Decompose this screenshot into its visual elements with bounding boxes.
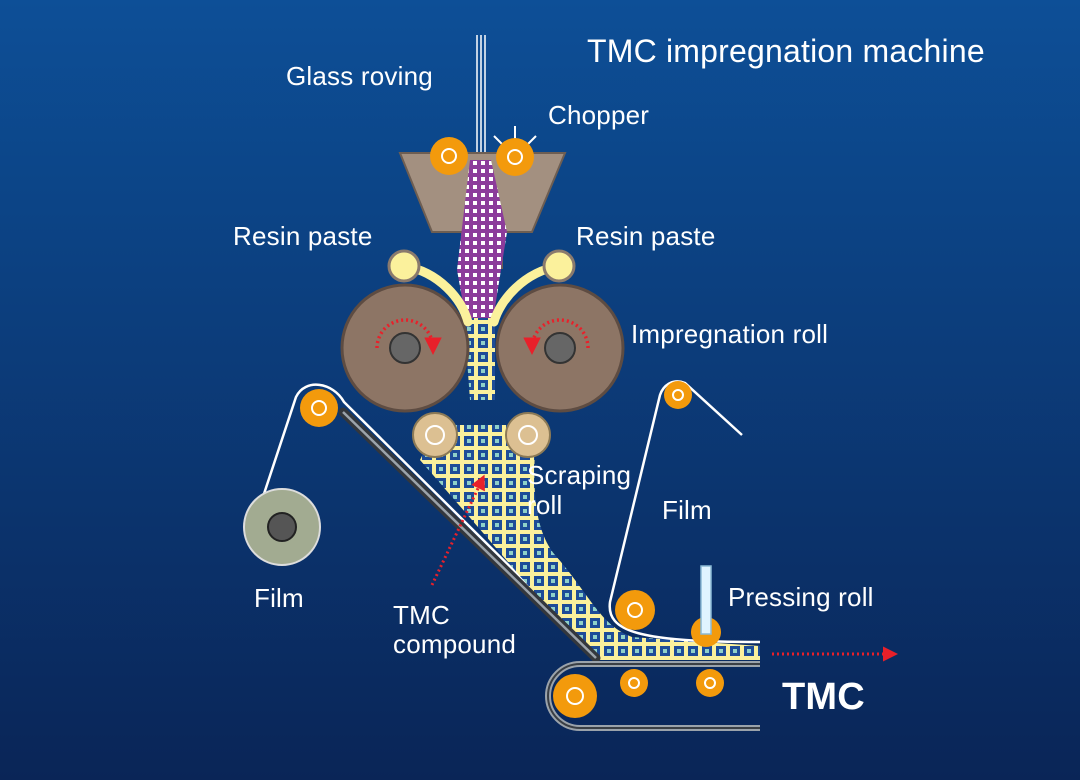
film-reel-left (243, 488, 321, 566)
rotation-arrow-right (523, 318, 590, 355)
label-tmc-compound-2: compound (393, 629, 517, 659)
label-scraping-roll-2: roll (527, 490, 563, 520)
scraping-roll-left (412, 412, 458, 458)
impregnation-roll-left (340, 283, 470, 413)
tmc-compound-layer (420, 425, 760, 660)
label-resin-paste-right: Resin paste (576, 221, 716, 251)
chopped-fiber-stream (457, 160, 507, 320)
belt-roller-right (696, 669, 724, 697)
belt-roller-middle (620, 669, 648, 697)
compound-upper-stream (464, 318, 495, 400)
conveyor-slide (338, 407, 601, 663)
compound-pointer-arrow (430, 474, 485, 586)
label-tmc-compound-1: TMC (393, 600, 450, 630)
resin-paste-feed-left (387, 249, 473, 327)
chopper-roller (496, 138, 534, 176)
label-pressing-roll: Pressing roll (728, 582, 874, 612)
diagram-title: TMC impregnation machine (587, 33, 985, 69)
belt-roller-drive (553, 674, 597, 718)
scraping-roll-right (505, 412, 551, 458)
label-chopper: Chopper (548, 100, 650, 130)
resin-paste-feed-right (489, 249, 576, 327)
label-tmc-output: TMC (782, 676, 865, 718)
guide-roller-left (300, 389, 338, 427)
label-resin-paste-left: Resin paste (233, 221, 373, 251)
film-path-left (256, 383, 761, 650)
label-glass-roving: Glass roving (286, 61, 433, 91)
pressing-roll (691, 565, 721, 647)
label-impregnation-roll: Impregnation roll (631, 319, 829, 349)
impregnation-roll-right (495, 283, 625, 413)
label-scraping-roll-1: Scraping (527, 460, 632, 490)
feed-roller-left (430, 137, 468, 175)
rotation-arrow-left (375, 318, 442, 355)
film-join-roller (615, 590, 655, 630)
label-film-left: Film (254, 583, 304, 613)
glass-roving-strands (476, 35, 486, 165)
guide-roller-right-top (664, 381, 692, 409)
label-film-right: Film (662, 495, 712, 525)
